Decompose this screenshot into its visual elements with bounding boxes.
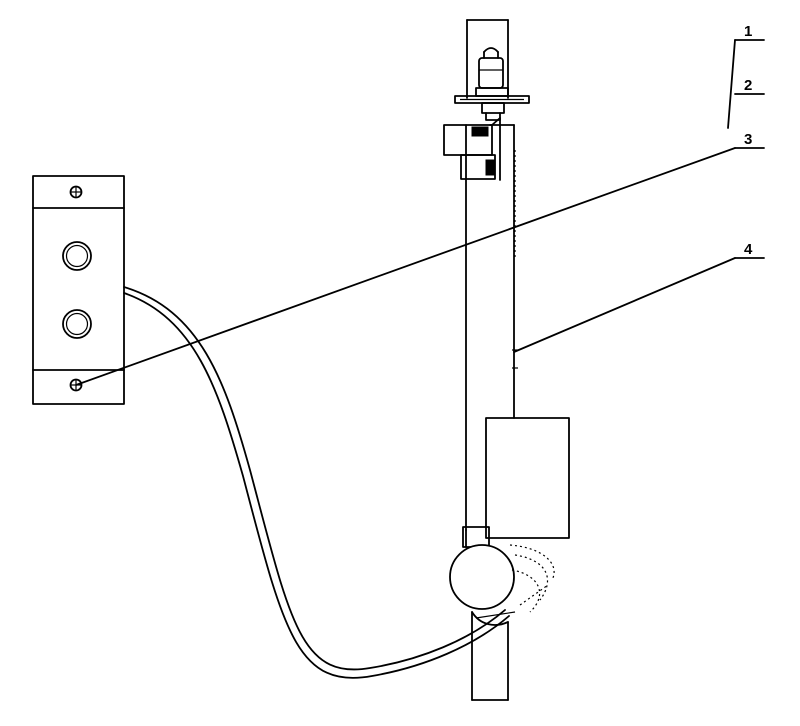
control-box [32, 175, 125, 405]
callout-2: 2 [744, 77, 752, 94]
leader-lines [75, 39, 765, 386]
cable-gland [449, 544, 555, 626]
lower-housing [462, 417, 570, 548]
control-cable [123, 286, 510, 679]
vertical-mast [465, 19, 518, 701]
mounting-flange [454, 87, 530, 121]
callout-4: 4 [744, 241, 753, 258]
top-mounting-screw [69, 185, 83, 199]
upper-push-button [62, 241, 92, 271]
lower-push-button [62, 309, 92, 339]
lamp-head [478, 47, 504, 89]
callout-1: 1 [744, 23, 752, 40]
callouts: 1 2 3 4 [744, 23, 753, 258]
callout-3: 3 [744, 131, 752, 148]
clamp-bracket [443, 117, 501, 181]
